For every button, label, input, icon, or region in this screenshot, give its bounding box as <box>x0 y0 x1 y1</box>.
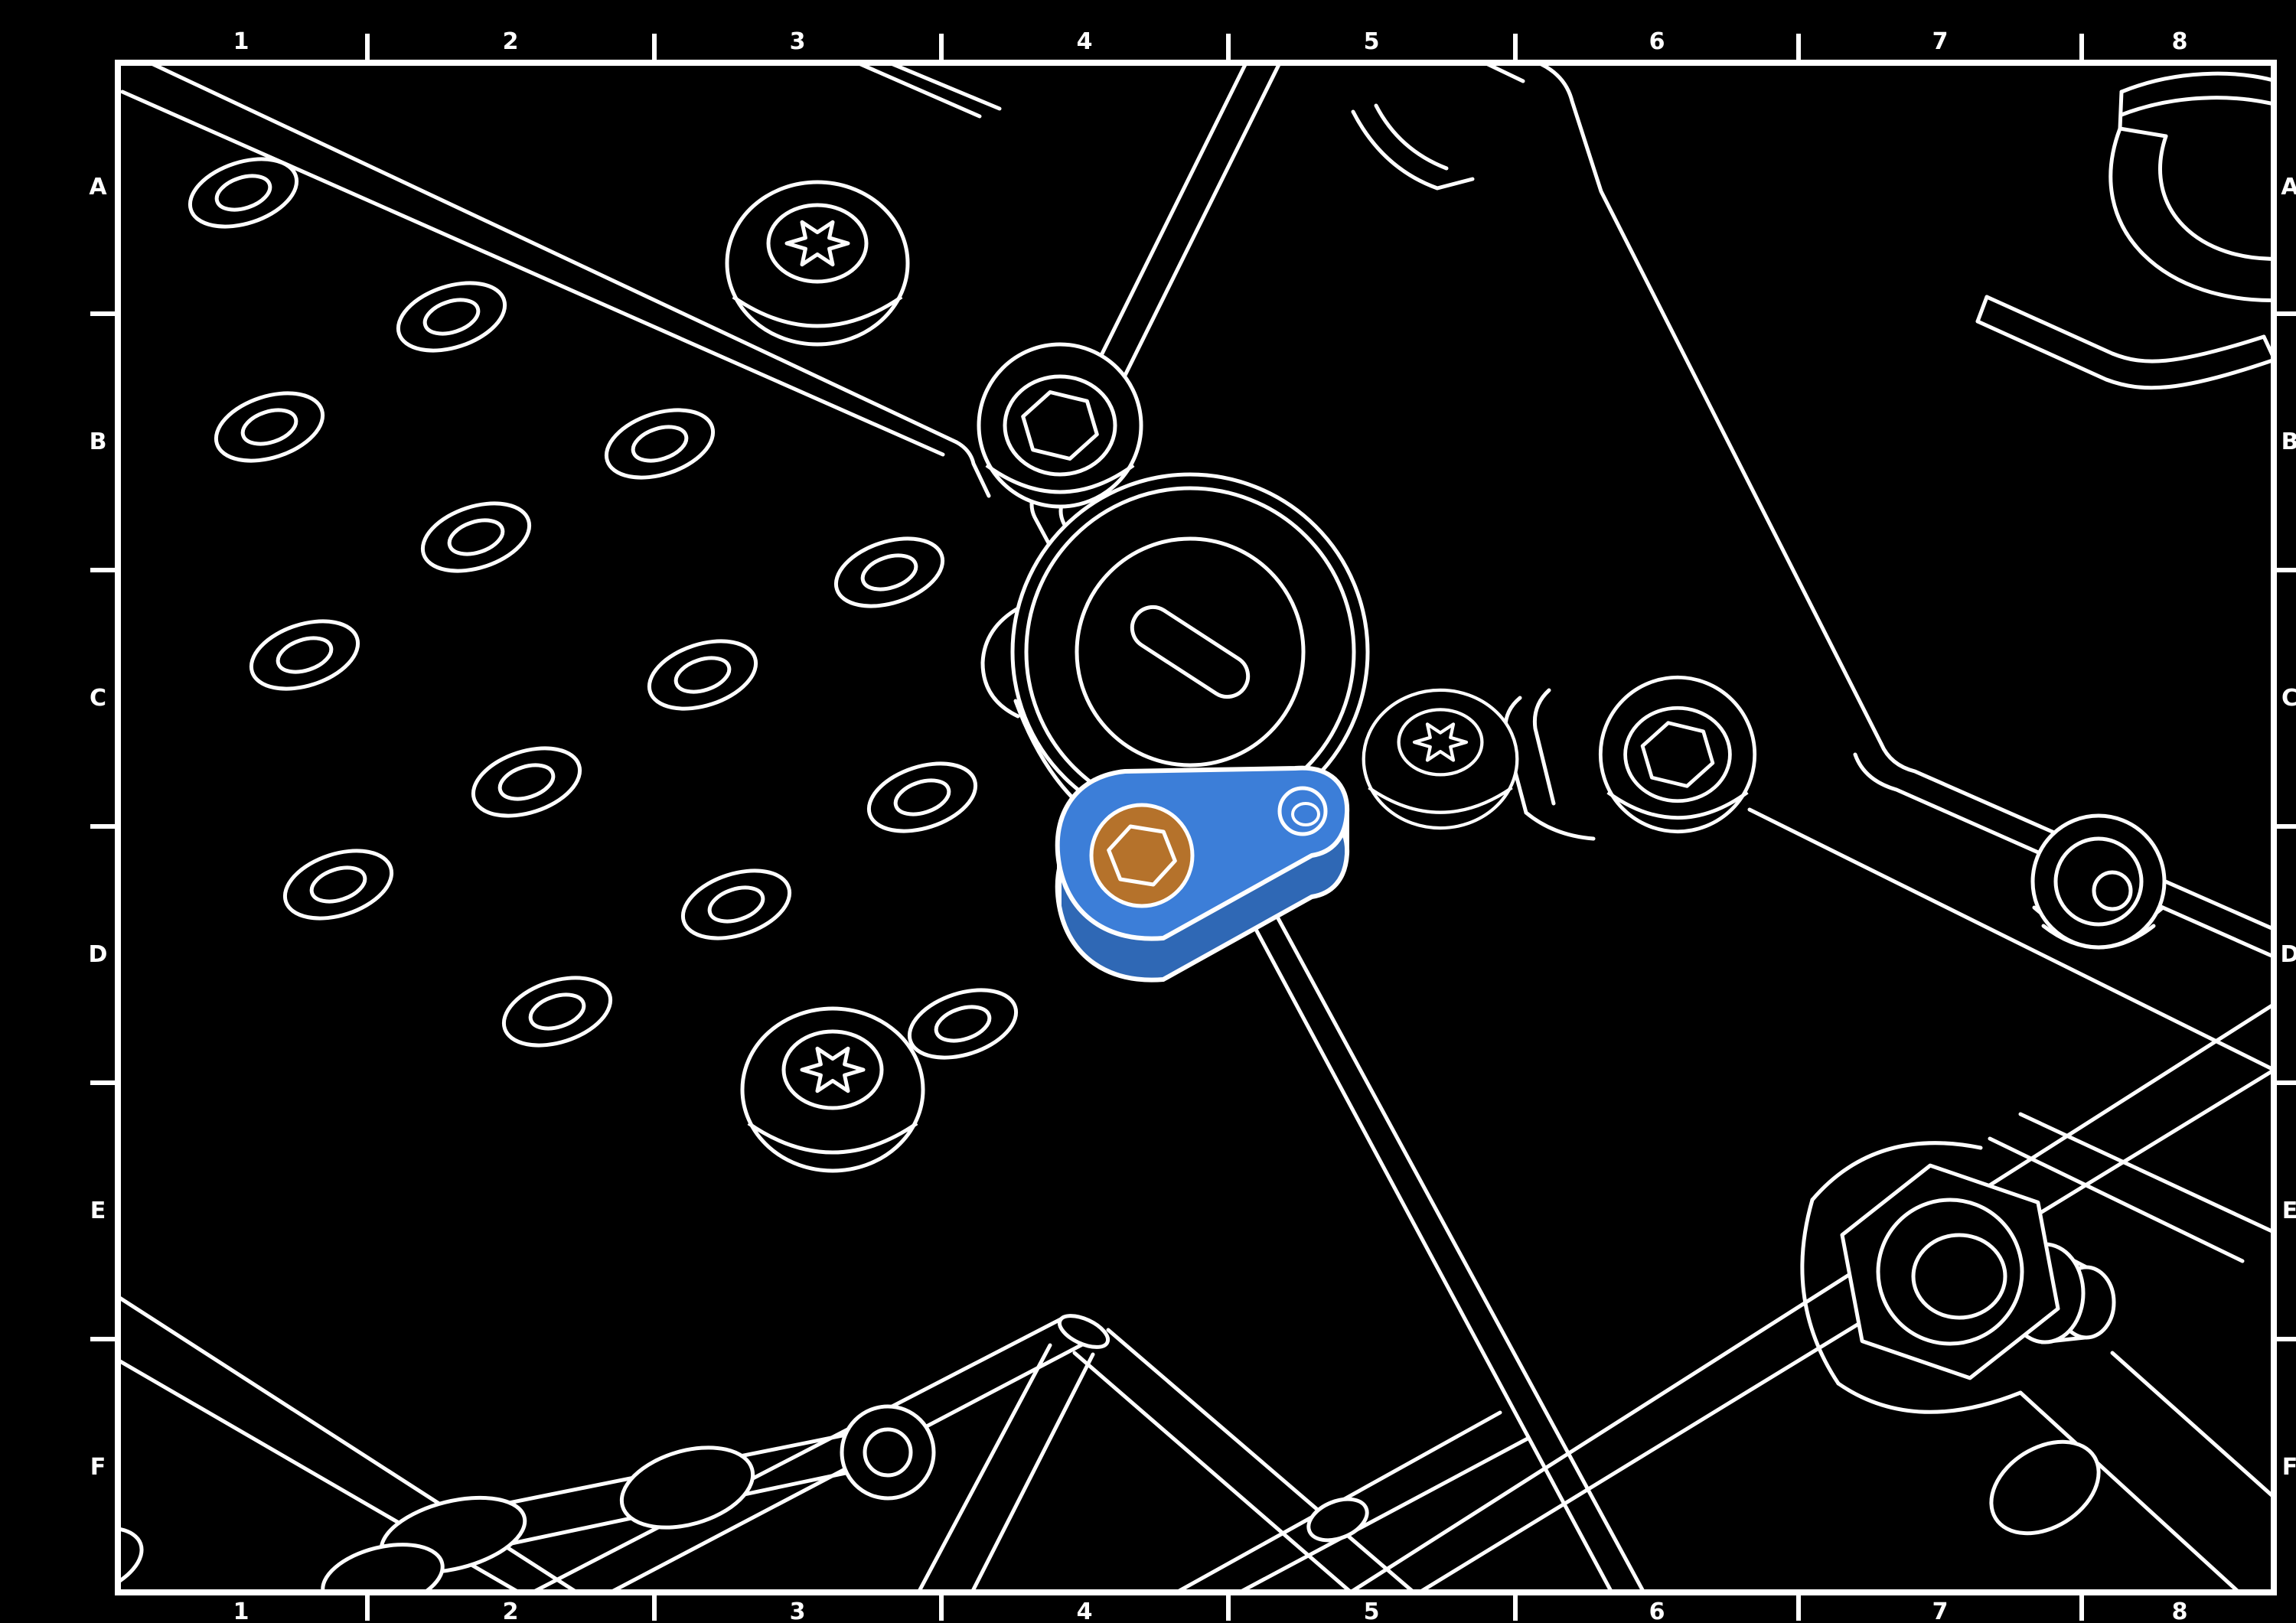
washer <box>390 271 514 363</box>
grid-col-label: 6 <box>1649 1599 1665 1623</box>
grid-row-label: A <box>89 174 107 200</box>
grid-row-labels-left: A B C D E F <box>89 174 108 1481</box>
grid-row-label: A <box>2281 174 2296 200</box>
grid-col-label: 4 <box>1077 1599 1093 1623</box>
washer <box>860 751 984 844</box>
hex-socket-icon <box>1107 824 1177 887</box>
grid-col-label: 6 <box>1649 28 1665 55</box>
grid-row-label: C <box>90 685 106 712</box>
hook-bracket <box>2108 71 2271 302</box>
hex-socket-screw <box>1600 677 1754 831</box>
washer <box>827 526 951 619</box>
grid-row-labels-right: A B C D E F <box>2281 174 2296 1481</box>
grid-col-label: 5 <box>1364 1599 1380 1623</box>
bushing-grommet <box>2030 813 2167 950</box>
grid-col-label: 5 <box>1364 28 1380 55</box>
washer-field <box>27 147 1025 1611</box>
washer <box>495 966 619 1058</box>
grid-row-label: E <box>2282 1198 2296 1224</box>
pin-hole <box>1277 786 1328 836</box>
grid-col-label: 7 <box>1932 28 1949 55</box>
grid-col-label: 2 <box>503 28 519 55</box>
frame-ticks <box>90 34 2296 1621</box>
grid-col-label: 1 <box>233 1599 249 1623</box>
washer <box>207 381 331 474</box>
grid-row-label: B <box>90 429 107 455</box>
grid-row-label: E <box>90 1198 106 1224</box>
grid-row-label: D <box>2281 941 2296 968</box>
torx-pan-screw <box>742 1009 923 1171</box>
washer <box>276 839 400 931</box>
washer <box>465 736 589 829</box>
washer <box>598 398 722 490</box>
torx-pan-screw <box>727 182 908 344</box>
grid-row-label: F <box>2282 1454 2296 1481</box>
washer <box>27 1515 152 1610</box>
pin-hole-counterbore <box>1291 802 1320 826</box>
hex-socket-boss <box>1089 803 1195 908</box>
arm-hex-nut-assembly <box>1800 1112 2271 1589</box>
grid-col-label: 3 <box>790 1599 806 1623</box>
dome-cap <box>1364 690 1518 828</box>
grid-col-label: 4 <box>1077 28 1093 55</box>
grid-row-label: F <box>90 1454 106 1481</box>
angle-strap <box>1975 295 2271 390</box>
grid-row-label: D <box>89 941 108 968</box>
washer <box>674 859 798 951</box>
grid-col-label: 2 <box>503 1599 519 1623</box>
grid-col-label: 8 <box>2172 1599 2188 1623</box>
grid-row-label: C <box>2281 685 2296 712</box>
washer <box>181 147 305 240</box>
leg-assembly <box>321 1314 1530 1589</box>
washer <box>414 491 538 584</box>
highlighted-part-cam-lever[interactable] <box>1055 765 1350 983</box>
grid-column-labels-bottom: 1 2 3 4 5 6 7 8 <box>233 1599 2188 1623</box>
grid-column-labels-top: 1 2 3 4 5 6 7 8 <box>233 28 2188 55</box>
grid-col-label: 7 <box>1932 1599 1949 1623</box>
grid-row-label: B <box>2281 429 2296 455</box>
grid-col-label: 3 <box>790 28 806 55</box>
washer <box>901 978 1025 1071</box>
washer <box>243 609 367 702</box>
grid-col-label: 1 <box>233 28 249 55</box>
washer <box>641 629 765 722</box>
hex-socket-screw <box>979 344 1141 507</box>
grid-col-label: 8 <box>2172 28 2188 55</box>
